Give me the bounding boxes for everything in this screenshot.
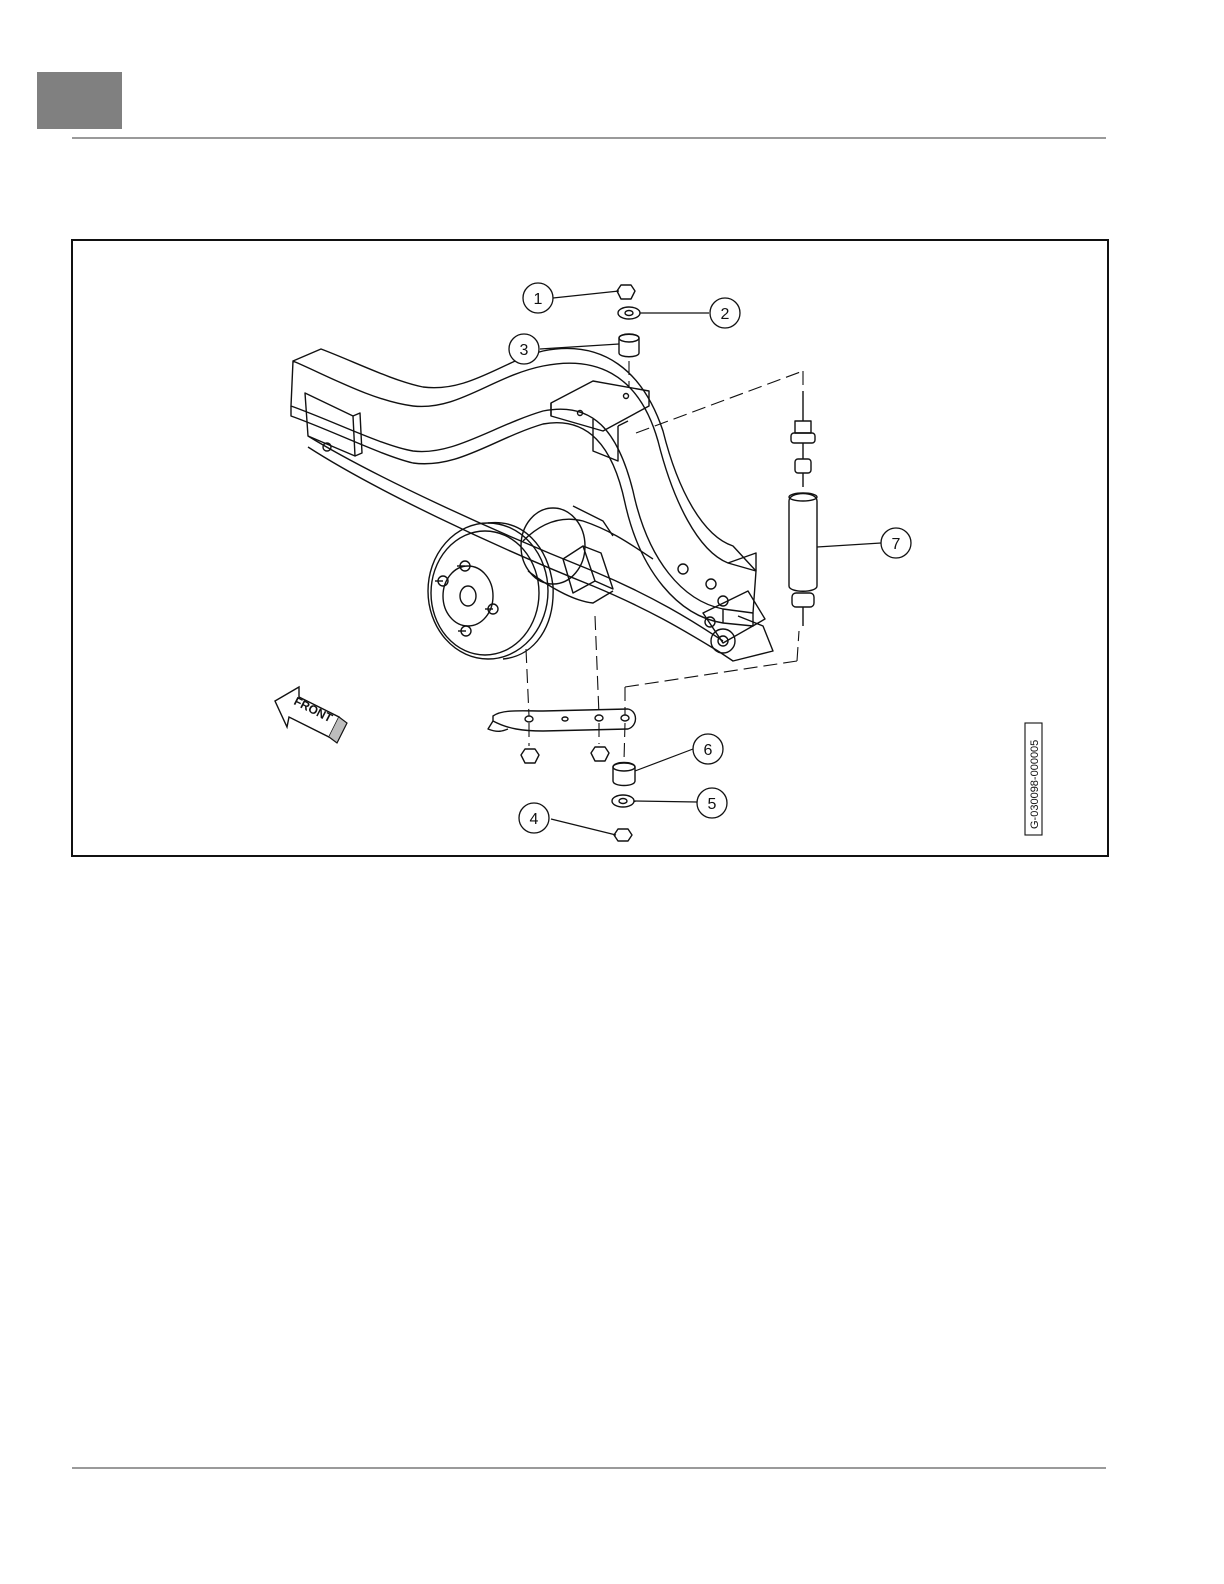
figure-id: G-030098-000005	[1029, 740, 1041, 829]
callout-2: 2	[710, 298, 740, 328]
shackle	[678, 564, 765, 643]
callout-5: 5	[697, 788, 727, 818]
brake-drum	[428, 523, 553, 659]
callout-1: 1	[523, 283, 553, 313]
callout-label: 5	[708, 796, 717, 813]
callout-label: 3	[520, 342, 529, 359]
callout-label: 1	[534, 291, 543, 308]
figure-frame: FRONT 1 2 3 4	[71, 239, 1109, 857]
top-hardware	[617, 285, 640, 357]
frame-rail	[291, 349, 756, 626]
header-rule	[72, 137, 1106, 139]
figure-id-box: G-030098-000005	[1025, 723, 1042, 835]
callout-label: 2	[721, 306, 730, 323]
callout-label: 7	[892, 536, 901, 553]
front-arrow: FRONT	[275, 687, 347, 743]
shock-absorber	[789, 391, 817, 626]
footer-rule	[72, 1467, 1106, 1469]
bottom-hardware	[612, 763, 635, 842]
callout-label: 6	[704, 742, 713, 759]
plate-nuts	[521, 747, 609, 763]
callout-3: 3	[509, 334, 539, 364]
callout-label: 4	[530, 811, 539, 828]
lower-shock-plate	[488, 709, 636, 731]
callout-7: 7	[881, 528, 911, 558]
callout-6: 6	[693, 734, 723, 764]
chapter-tab	[37, 72, 122, 129]
suspension-illustration: FRONT 1 2 3 4	[73, 241, 1107, 855]
callout-4: 4	[519, 803, 549, 833]
